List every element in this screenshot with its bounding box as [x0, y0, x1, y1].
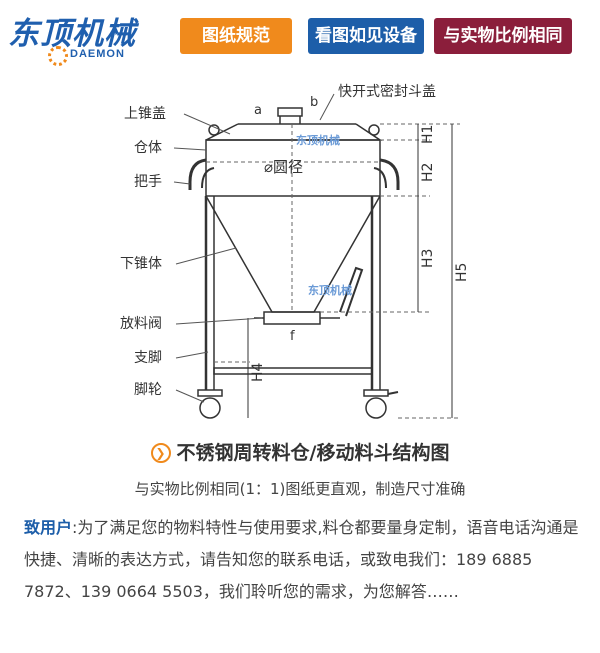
label-discharge-valve: 放料阀: [120, 316, 162, 332]
notice-body: :为了满足您的物料特性与使用要求,料仓都要量身定制，语音电话沟通是快捷、清晰的表…: [24, 518, 579, 601]
diagram-title: ❯不锈钢周转料仓/移动料斗结构图: [0, 438, 600, 465]
logo-english-text: DAEMON: [70, 48, 125, 60]
diagram-title-text: 不锈钢周转料仓/移动料斗结构图: [176, 442, 450, 464]
dim-h2: H2: [420, 163, 436, 182]
label-handle: 把手: [134, 174, 162, 190]
diagram-subtitle: 与实物比例相同(1：1)图纸更直观，制造尺寸准确: [134, 480, 466, 498]
badge-drawing-standard: 图纸规范: [180, 18, 292, 54]
label-lower-cone: 下锥体: [120, 256, 162, 272]
notice-lead: 致用户: [24, 518, 73, 537]
label-a: a: [254, 103, 262, 118]
discharge-valve-shape: [263, 311, 321, 325]
label-quick-lid: 快开式密封斗盖: [338, 83, 436, 100]
upper-cone-outline: [205, 123, 383, 141]
contact-notice: 致用户:为了满足您的物料特性与使用要求,料仓都要量身定制，语音电话沟通是快捷、清…: [24, 512, 594, 608]
label-leg: 支脚: [134, 350, 162, 366]
dim-h1: H1: [420, 125, 436, 144]
label-silo-body: 仓体: [134, 140, 162, 156]
hopper-structure-diagram: 上锥盖 仓体 把手 下锥体 放料阀 支脚 脚轮 快开式密封斗盖 ⌀圆径 a b …: [120, 83, 470, 419]
label-upper-cone-lid: 上锥盖: [124, 106, 166, 122]
silo-body-outline: [205, 139, 381, 197]
company-logo: 东顶机械 DAEMON: [8, 8, 168, 66]
watermark-top: 东顶机械: [296, 133, 340, 147]
badge-see-equipment: 看图如见设备: [308, 18, 424, 54]
dim-h4: H4: [250, 362, 266, 382]
watermark-mid: 东顶机械: [308, 283, 352, 297]
lid-handle: [277, 107, 303, 117]
logo-chinese-text: 东顶机械: [8, 16, 136, 52]
label-caster: 脚轮: [134, 382, 162, 398]
header-banner: 东顶机械 DAEMON 图纸规范 看图如见设备 与实物比例相同: [0, 0, 600, 70]
chevron-right-icon: ❯: [150, 443, 171, 463]
gear-icon: [48, 46, 68, 66]
label-b: b: [310, 95, 318, 110]
label-f: f: [290, 329, 295, 344]
label-diameter: ⌀圆径: [264, 158, 303, 176]
badge-same-scale: 与实物比例相同: [434, 18, 572, 54]
right-caster-wheel: [365, 397, 387, 419]
dim-h5: H5: [454, 263, 470, 282]
left-caster-wheel: [199, 397, 221, 419]
dim-h3: H3: [420, 249, 436, 268]
